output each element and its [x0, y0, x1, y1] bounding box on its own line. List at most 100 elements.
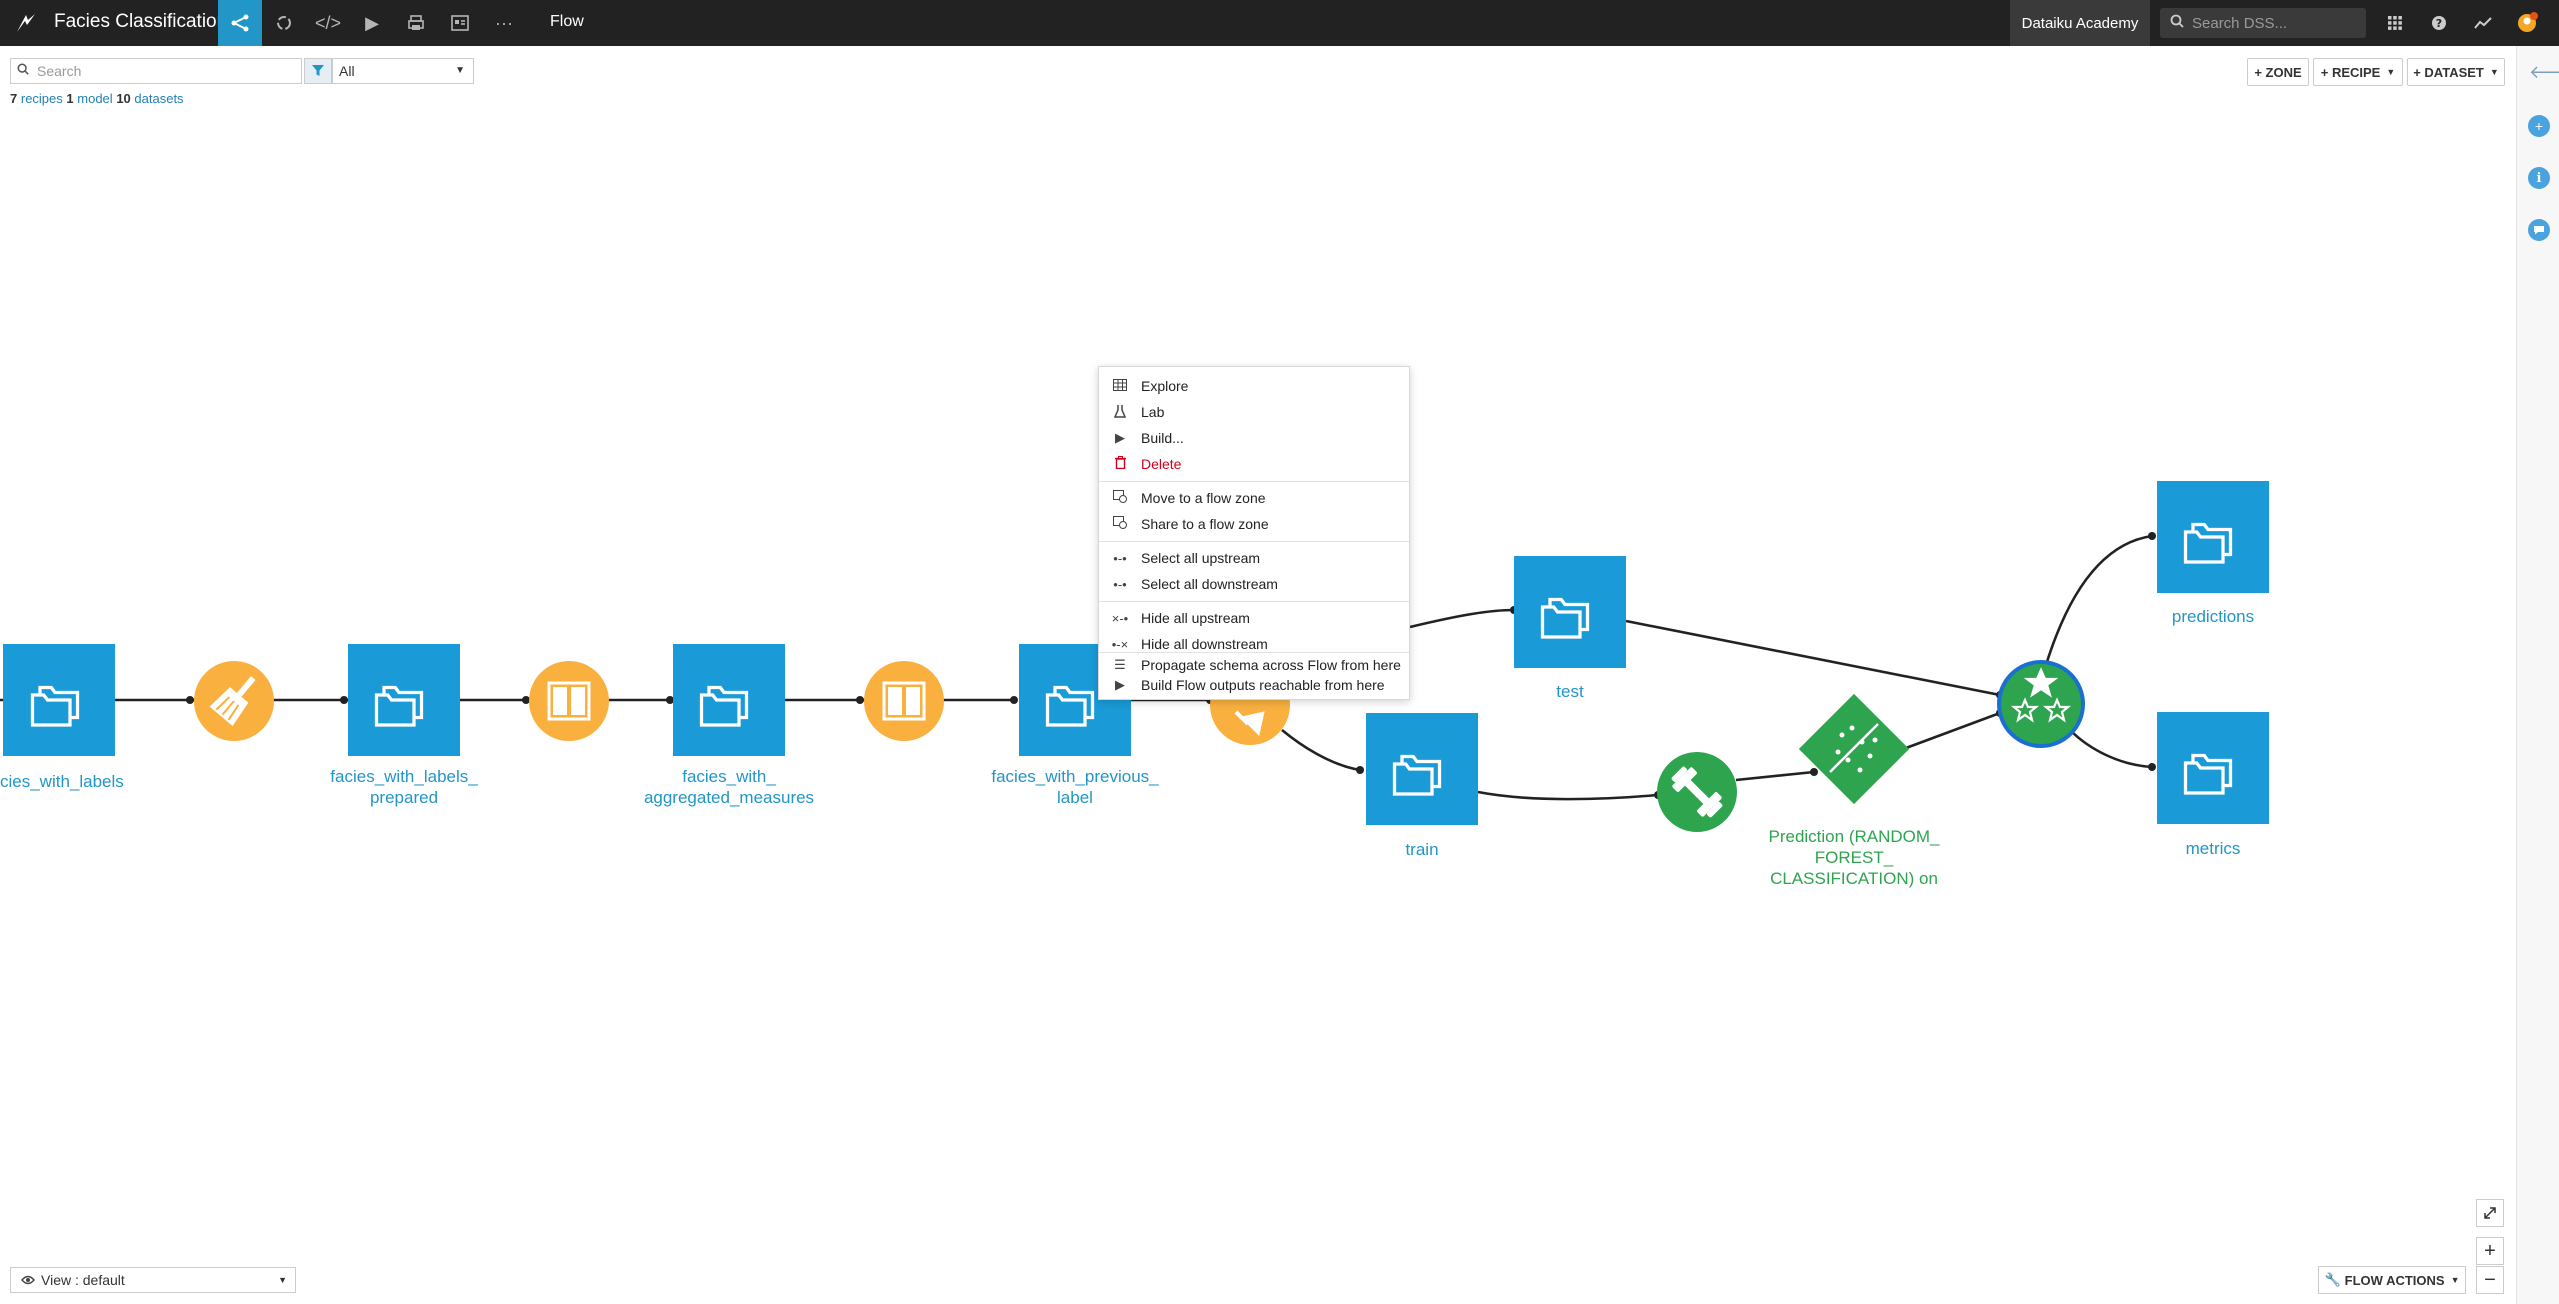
dashboard-icon[interactable]	[438, 0, 482, 46]
chevron-down-icon: ▼	[2386, 67, 2396, 77]
train-recipe-node[interactable]	[1657, 752, 1737, 832]
menu-item-label: Delete	[1141, 456, 1182, 472]
filter-icon[interactable]	[304, 58, 332, 84]
menu-item-build[interactable]: ▶ Build...	[1099, 425, 1409, 451]
saved-model-node[interactable]	[1798, 693, 1910, 805]
dataset-node-facies-with-aggregated-measures[interactable]	[673, 644, 785, 756]
edge	[1281, 729, 1361, 772]
upstream-icon: •-•	[1113, 550, 1127, 566]
dataset-node-predictions[interactable]	[2157, 481, 2269, 593]
score-recipe-node[interactable]	[1997, 660, 2085, 748]
menu-item-share-to-zone[interactable]: Share to a flow zone	[1099, 511, 1409, 537]
print-icon[interactable]	[394, 0, 438, 46]
recipes-link[interactable]: recipes	[20, 91, 63, 106]
filter-type-value: All	[339, 63, 355, 79]
window-recipe-node-2[interactable]	[864, 661, 944, 741]
more-icon[interactable]: ···	[495, 12, 513, 33]
menu-item-explore[interactable]: Explore	[1099, 373, 1409, 399]
menu-item-build-flow-outputs[interactable]: ▶Build Flow outputs reachable from here	[1099, 673, 1409, 697]
window-icon	[882, 681, 926, 721]
zoom-in-button[interactable]: +	[2476, 1237, 2504, 1265]
dataiku-logo-icon[interactable]	[14, 11, 38, 35]
menu-item-select-upstream[interactable]: •-• Select all upstream	[1099, 545, 1409, 571]
add-recipe-button[interactable]: + RECIPE ▼	[2313, 58, 2403, 86]
academy-button[interactable]: Dataiku Academy	[2010, 0, 2150, 46]
menu-item-delete[interactable]: Delete	[1099, 451, 1409, 477]
dataset-node-facies-with-labels-prepared[interactable]	[348, 644, 460, 756]
global-search-input[interactable]	[2190, 13, 2354, 33]
chevron-down-icon: ▼	[2489, 67, 2499, 77]
model-link[interactable]: model	[77, 91, 113, 106]
dataset-label-facies-with-labels-prepared[interactable]: facies_with_labels_ prepared	[304, 766, 504, 808]
filter-type-select[interactable]: All ▼	[332, 58, 474, 84]
dataset-label-facies-with-previous-label[interactable]: facies_with_previous_ label	[975, 766, 1175, 808]
svg-text:?: ?	[2436, 17, 2442, 30]
menu-item-label: Explore	[1141, 378, 1189, 394]
flow-search-input[interactable]	[35, 62, 279, 80]
prepare-recipe-node[interactable]	[194, 661, 274, 741]
flow-actions-label: FLOW ACTIONS	[2344, 1272, 2445, 1288]
menu-item-label: Hide all downstream	[1141, 636, 1268, 652]
discussion-icon[interactable]	[2528, 219, 2550, 241]
menu-divider	[1099, 601, 1409, 602]
dataset-label-test[interactable]: test	[1556, 682, 1584, 701]
fullscreen-icon[interactable]	[2476, 1199, 2504, 1227]
menu-item-label: Propagate schema across Flow from here	[1141, 657, 1401, 673]
flow-icon[interactable]	[218, 0, 262, 46]
window-icon	[547, 681, 591, 721]
datasets-link[interactable]: datasets	[134, 91, 184, 106]
menu-item-hide-upstream[interactable]: ×-• Hide all upstream	[1099, 605, 1409, 631]
search-icon	[2170, 14, 2184, 33]
flow-item-counts: 7 recipes 1 model 10 datasets	[10, 91, 184, 106]
add-zone-button[interactable]: + ZONE	[2247, 58, 2309, 86]
menu-item-hide-downstream[interactable]: •-× Hide all downstream	[1099, 631, 1409, 657]
menu-item-label: Build Flow outputs reachable from here	[1141, 677, 1385, 693]
dataset-label-facies-with-labels[interactable]: cies_with_labels	[0, 772, 124, 791]
window-recipe-node[interactable]	[529, 661, 609, 741]
recycle-icon[interactable]	[262, 0, 306, 46]
menu-item-move-to-zone[interactable]: Move to a flow zone	[1099, 485, 1409, 511]
dataset-label-predictions[interactable]: predictions	[2171, 607, 2255, 626]
flow-actions-button[interactable]: 🔧 FLOW ACTIONS ▼	[2318, 1266, 2466, 1294]
help-icon[interactable]: ?	[2422, 0, 2456, 46]
menu-item-label: Build...	[1141, 430, 1184, 446]
dataset-label-metrics[interactable]: metrics	[2185, 839, 2241, 858]
label-line: CLASSIFICATION) on	[1770, 869, 1938, 888]
menu-item-label: Move to a flow zone	[1141, 490, 1266, 506]
label-line: facies_with_previous_	[991, 767, 1159, 786]
label-line: prepared	[369, 788, 439, 807]
global-search-box[interactable]	[2160, 8, 2366, 38]
flow-search-box[interactable]	[10, 58, 302, 84]
menu-item-lab[interactable]: Lab	[1099, 399, 1409, 425]
project-title[interactable]: Facies Classification	[54, 11, 228, 32]
dataset-label-train[interactable]: train	[1405, 840, 1439, 859]
add-circle-icon[interactable]: +	[2528, 115, 2550, 137]
code-icon[interactable]: </>	[314, 12, 342, 33]
model-count: 1	[66, 91, 74, 106]
view-select[interactable]: View : default ▼	[10, 1267, 296, 1293]
menu-item-label: Share to a flow zone	[1141, 516, 1269, 532]
collapse-arrow-icon[interactable]: 🡐	[2529, 62, 2559, 82]
dataset-label-facies-with-aggregated-measures[interactable]: facies_with_ aggregated_measures	[629, 766, 829, 808]
dataset-node-train[interactable]	[1366, 713, 1478, 825]
apps-grid-icon[interactable]	[2378, 0, 2412, 46]
add-dataset-button[interactable]: + DATASET ▼	[2407, 58, 2505, 86]
model-label[interactable]: Prediction (RANDOM_ FOREST_ CLASSIFICATI…	[1744, 826, 1964, 889]
dataset-node-test[interactable]	[1514, 556, 1626, 668]
dataset-node-facies-with-labels[interactable]	[3, 644, 115, 756]
menu-item-select-downstream[interactable]: •-• Select all downstream	[1099, 571, 1409, 597]
dataset-node-metrics[interactable]	[2157, 712, 2269, 824]
menu-item-propagate-schema[interactable]: ☰ Propagate schema across Flow from here	[1099, 653, 1409, 677]
chevron-down-icon: ▼	[278, 1275, 287, 1285]
search-icon	[17, 62, 29, 80]
play-icon[interactable]: ▶	[365, 12, 379, 33]
label-line: facies_with_labels_	[330, 767, 478, 786]
activity-trend-icon[interactable]	[2466, 0, 2500, 46]
zoom-out-button[interactable]: −	[2476, 1266, 2504, 1294]
edge	[1735, 770, 1815, 782]
edge	[1625, 619, 2001, 697]
edge	[1905, 711, 2001, 750]
user-avatar-icon[interactable]	[2510, 0, 2544, 46]
info-icon[interactable]: i	[2528, 167, 2550, 189]
